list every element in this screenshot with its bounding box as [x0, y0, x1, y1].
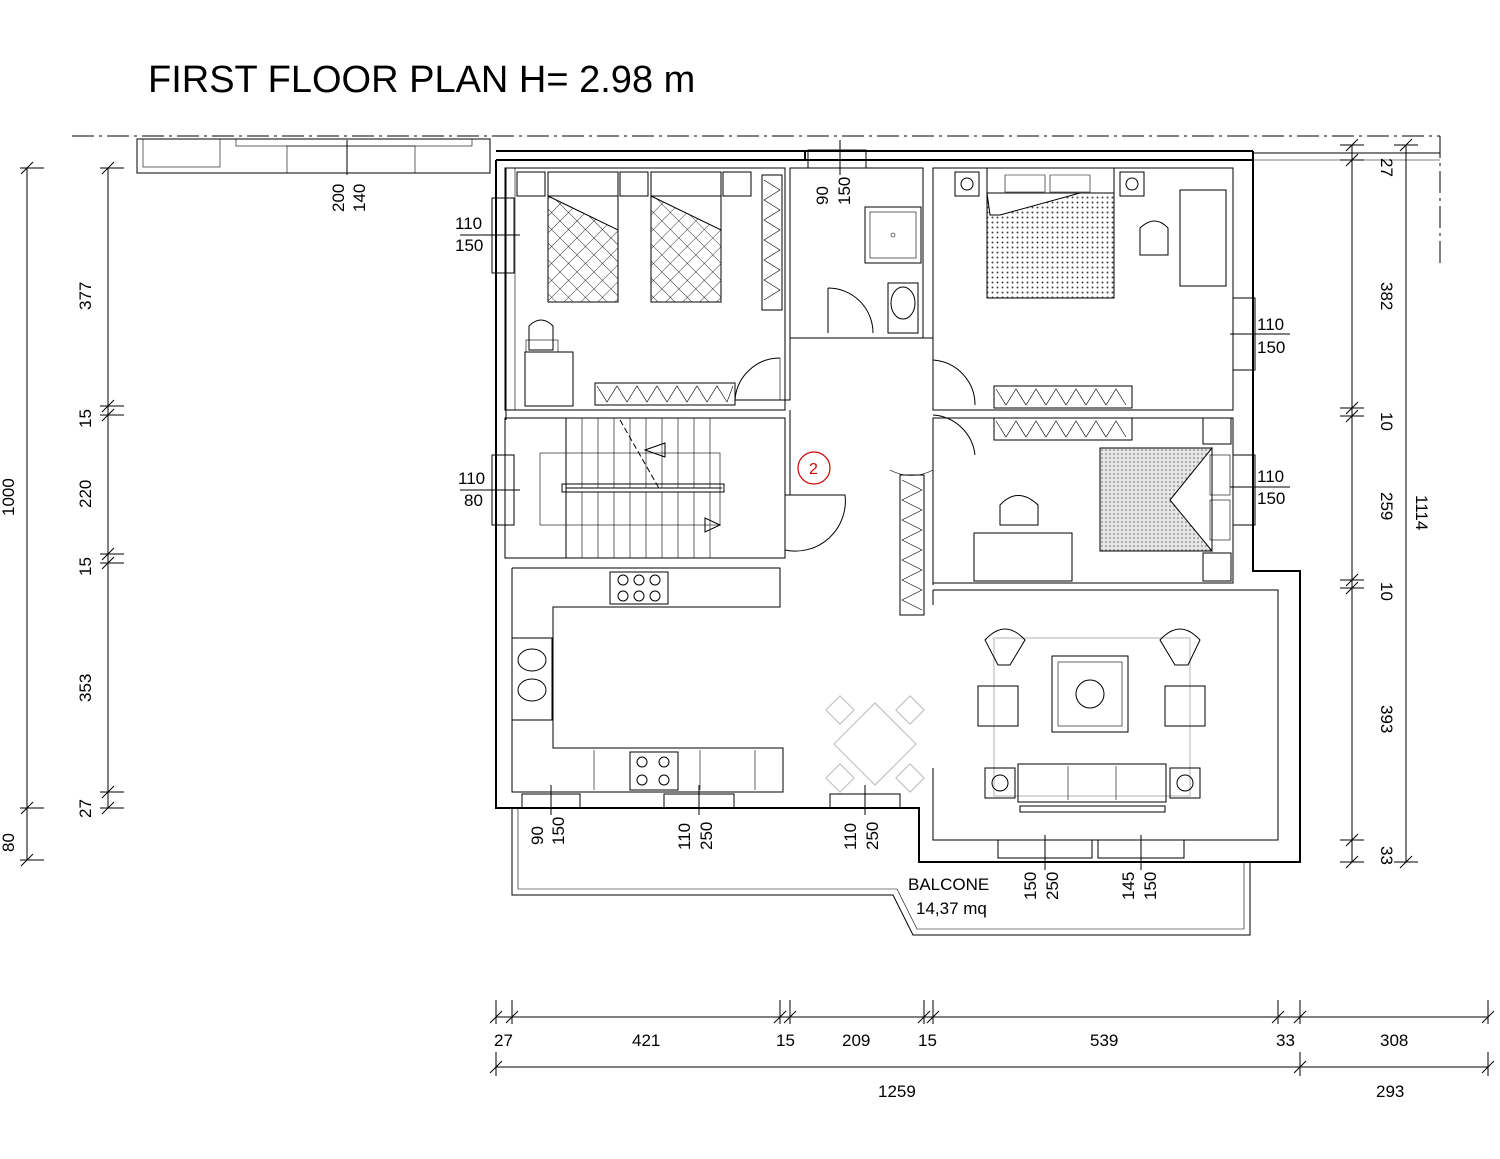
balcony-name: BALCONE	[908, 875, 989, 894]
dim-label: 377	[76, 282, 95, 310]
dim-label: 539	[1090, 1031, 1118, 1050]
plan-title: FIRST FLOOR PLAN H= 2.98 m	[148, 59, 695, 101]
opening-label: 150	[1257, 489, 1285, 508]
dim-label: 80	[0, 833, 18, 852]
opening-label: 150	[1021, 872, 1040, 900]
dim-label: 15	[76, 409, 95, 428]
kitchen	[511, 567, 925, 793]
dimension-right: 27 382 10 259 10 393 33 1114	[1340, 138, 1431, 869]
opening-label: 145	[1119, 872, 1138, 900]
living-room	[932, 589, 1279, 841]
dim-label: 393	[1377, 705, 1396, 733]
opening-label: 250	[1043, 872, 1062, 900]
dim-label: 33	[1276, 1031, 1295, 1050]
dim-label: 10	[1377, 412, 1396, 431]
opening-label: 90	[813, 186, 832, 205]
opening-label: 80	[464, 491, 483, 510]
opening-label: 110	[675, 823, 694, 850]
opening-label: 150	[835, 177, 854, 205]
opening-label: 110	[458, 469, 485, 488]
dim-label: 15	[776, 1031, 795, 1050]
opening-label: 150	[1141, 872, 1160, 900]
dim-label: 27	[1377, 158, 1396, 177]
dim-label: 308	[1380, 1031, 1408, 1050]
dim-label: 27	[494, 1031, 513, 1050]
windows	[346, 140, 1290, 870]
dim-label: 15	[918, 1031, 937, 1050]
bedroom-twin	[516, 171, 783, 407]
dim-label: 1114	[1412, 495, 1431, 530]
dimension-bottom: 27 421 15 209 15 539 33 308 1259 293	[489, 1000, 1495, 1101]
opening-label: 250	[863, 822, 882, 850]
dim-label: 421	[632, 1031, 660, 1050]
opening-labels: 200 140 90 150 110 150 110 150 110 80 11…	[329, 177, 1285, 900]
dim-label: 209	[842, 1031, 870, 1050]
balcony-area: 14,37 mq	[916, 899, 987, 918]
dim-label: 10	[1377, 582, 1396, 601]
opening-label: 150	[455, 236, 483, 255]
section-marker: 2	[797, 451, 831, 485]
dim-label: 15	[76, 557, 95, 576]
section-marker-label: 2	[809, 461, 818, 478]
opening-label: 110	[1257, 467, 1284, 486]
dim-label: 220	[76, 480, 95, 508]
opening-label: 90	[528, 826, 547, 845]
opening-label: 140	[350, 184, 369, 212]
opening-label: 150	[1257, 338, 1285, 357]
dim-label: 382	[1377, 282, 1396, 310]
opening-label: 200	[329, 184, 348, 212]
dim-label: 259	[1377, 492, 1396, 520]
dimension-left: 377 15 220 15 353 27 1000 80	[0, 161, 124, 867]
opening-label: 150	[549, 817, 568, 845]
hall-doors	[734, 337, 1233, 585]
staircase	[504, 417, 786, 559]
balcony: BALCONE 14,37 mq	[511, 808, 1251, 936]
dim-label: 1259	[878, 1082, 916, 1101]
dim-label: 1000	[0, 478, 18, 516]
opening-label: 110	[1257, 315, 1284, 334]
dim-label: 33	[1377, 846, 1396, 865]
opening-label: 110	[455, 214, 482, 233]
dim-label: 293	[1376, 1082, 1404, 1101]
bedroom-single	[899, 417, 1234, 616]
dim-label: 27	[76, 799, 95, 818]
bedroom-master	[932, 167, 1234, 411]
opening-label: 110	[841, 823, 860, 850]
dim-label: 353	[76, 674, 95, 702]
bathroom	[789, 167, 924, 339]
property-line	[72, 135, 1441, 265]
opening-label: 250	[697, 822, 716, 850]
